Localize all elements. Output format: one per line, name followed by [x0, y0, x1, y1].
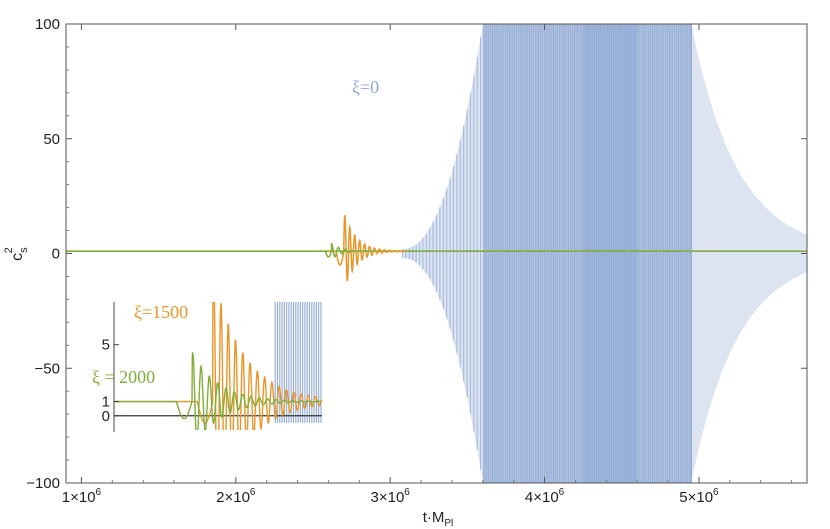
x-axis-label: t·MPl: [423, 509, 454, 529]
inset-y-tick-label: 5: [102, 337, 110, 354]
inset-y-tick-label: 0: [102, 408, 110, 425]
y-axis-label-main: c: [9, 253, 26, 261]
inset-y-ticks: 5 10: [102, 337, 119, 425]
x-tick-label: 4×106: [525, 487, 565, 506]
inset-xi2000-line: [114, 351, 322, 430]
x-tick-label: 1×106: [62, 487, 102, 506]
y-tick-label: −100: [26, 475, 60, 492]
y-axis-label: cs2: [3, 247, 30, 261]
inset-y-tick-label: 1: [102, 394, 110, 411]
y-axis-label-sub: s: [18, 247, 30, 253]
y-tick-label: 100: [35, 16, 60, 33]
annotation-xi-1500: ξ=1500: [134, 302, 188, 322]
annotation-xi-0: ξ=0: [352, 77, 379, 97]
xi2000-line: [320, 242, 375, 258]
xi1500-line: [328, 215, 406, 282]
y-axis-label-sup: 2: [3, 247, 15, 253]
inset-background: [114, 302, 322, 430]
y-tick-label: −50: [35, 360, 60, 377]
x-axis-label-main: t·M: [423, 509, 445, 526]
y-tick-label: 0: [52, 246, 60, 263]
x-axis-label-sub: Pl: [444, 518, 453, 529]
y-tick-label: 50: [43, 131, 60, 148]
inset-panel: 5 10 ξ=1500 ξ = 2000: [92, 302, 322, 432]
x-axis-ticks: 1×106 2×106 3×106 4×106 5×106: [62, 24, 793, 506]
x-tick-label: 5×106: [679, 487, 719, 506]
svg-text:cs2: cs2: [3, 247, 30, 261]
x-tick-label: 3×106: [371, 487, 411, 506]
main-series-layer: [66, 24, 807, 483]
x-tick-label: 2×106: [216, 487, 256, 506]
inset-series-layer: [114, 302, 322, 430]
annotation-xi-2000: ξ = 2000: [92, 367, 155, 387]
